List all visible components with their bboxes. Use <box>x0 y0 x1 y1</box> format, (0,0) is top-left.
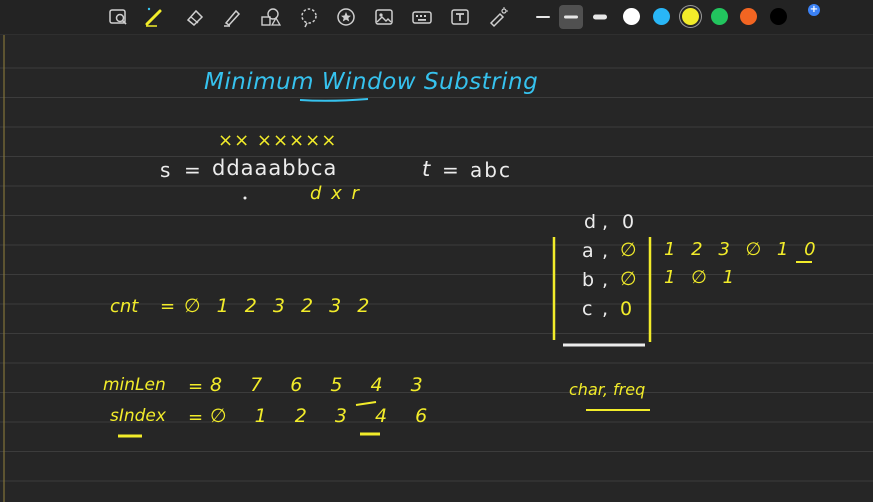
laser-pointer-icon[interactable] <box>487 6 509 28</box>
sindex-label: sIndex <box>110 406 166 426</box>
page-title: Minimum Window Substring <box>204 69 539 95</box>
color-orange-swatch[interactable] <box>740 8 757 25</box>
map-value-a: ∅ <box>620 239 637 261</box>
lasso-select-icon[interactable] <box>298 6 320 28</box>
cnt-equals: = <box>160 296 176 317</box>
color-green-swatch[interactable] <box>711 8 728 25</box>
map-key-b: b <box>582 269 595 291</box>
pointer-marks: d x r <box>310 183 361 204</box>
s-equals: = <box>184 158 201 182</box>
text-box-icon[interactable] <box>449 6 471 28</box>
map-key-c: c <box>582 298 593 320</box>
s-label: s <box>160 158 171 182</box>
color-white-swatch[interactable] <box>623 8 640 25</box>
a-frequency-history: 1 2 3 ∅ 1 0 <box>664 239 821 260</box>
minlen-equals: = <box>188 376 204 397</box>
cnt-values: ∅ 1 2 3 2 3 2 <box>184 295 375 317</box>
plus-icon[interactable]: + <box>808 4 820 16</box>
map-caption: char, freq <box>569 380 646 399</box>
map-sep-a: , <box>602 240 609 262</box>
minlen-label: minLen <box>103 375 166 395</box>
map-sep-d: , <box>602 211 609 233</box>
eraser-icon[interactable] <box>184 6 206 28</box>
stroke-thin-button[interactable] <box>531 5 555 29</box>
map-sep-b: , <box>602 269 609 291</box>
pen-icon[interactable] <box>143 6 165 28</box>
drawing-toolbar: + <box>0 0 873 35</box>
t-equals: = <box>442 158 459 182</box>
minlen-values: 8 7 6 5 4 3 <box>210 374 434 396</box>
map-key-d: d <box>584 211 597 233</box>
keyboard-icon[interactable] <box>411 6 433 28</box>
shapes-icon[interactable] <box>259 6 281 28</box>
image-icon[interactable] <box>373 6 395 28</box>
cross-marks: ×× ××××× <box>218 130 338 151</box>
color-black-swatch[interactable] <box>770 8 787 25</box>
map-key-a: a <box>582 240 594 262</box>
notebook-page[interactable] <box>0 35 873 502</box>
map-value-b: ∅ <box>620 268 637 290</box>
s-value: ddaaabbca <box>212 156 338 180</box>
stroke-thick-button[interactable] <box>588 5 612 29</box>
cnt-label: cnt <box>110 296 139 317</box>
stroke-medium-button[interactable] <box>559 5 583 29</box>
lasso-search-icon[interactable] <box>108 6 130 28</box>
highlighter-icon[interactable] <box>221 6 243 28</box>
t-value: abc <box>470 158 512 182</box>
color-yellow-swatch[interactable] <box>682 8 699 25</box>
sindex-equals: = <box>188 407 204 428</box>
page-margin-line <box>3 35 5 502</box>
map-value-c: 0 <box>620 298 633 320</box>
t-label: t <box>422 157 431 181</box>
map-sep-c: , <box>602 298 609 320</box>
color-blue-swatch[interactable] <box>653 8 670 25</box>
b-frequency-history: 1 ∅ 1 <box>664 267 740 288</box>
map-value-d: 0 <box>622 211 635 233</box>
sindex-values: ∅ 1 2 3 4 6 <box>210 405 439 427</box>
sticker-icon[interactable] <box>335 6 357 28</box>
